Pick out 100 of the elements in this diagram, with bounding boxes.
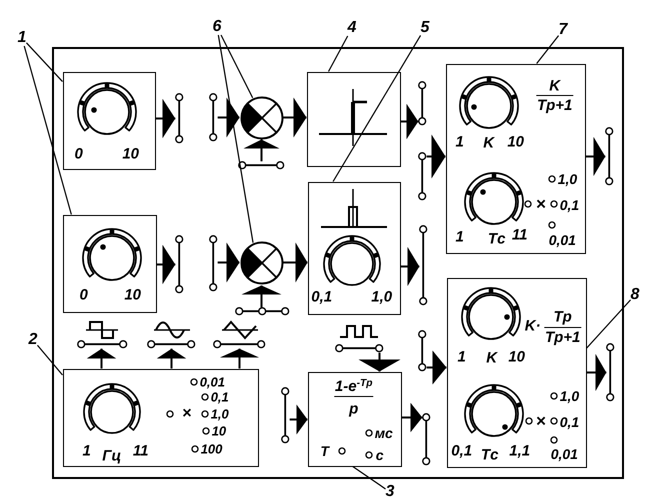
leader-line	[220, 34, 254, 98]
signal-arrow	[290, 404, 308, 434]
scale-label: 11	[512, 227, 528, 242]
switch-label: 0,1	[560, 198, 580, 212]
signal-arrow	[358, 352, 400, 372]
module-panel	[446, 278, 586, 468]
socket-icon	[418, 81, 427, 126]
scale-label: 10	[507, 134, 524, 150]
scale-label: 1	[82, 443, 91, 458]
formula-numerator: K	[549, 78, 560, 94]
signal-arrow	[426, 350, 446, 384]
switch-label: 10	[212, 424, 226, 438]
scale-label: 1,0	[371, 289, 392, 304]
signal-arrow	[400, 104, 418, 140]
socket-icon	[238, 161, 285, 170]
scale-label: 11	[132, 443, 148, 458]
leader-line	[218, 34, 254, 243]
socket-icon	[335, 344, 384, 353]
unit-label: мс	[374, 426, 393, 440]
switch-label: 0,1	[560, 414, 580, 429]
multiply-sign: ×	[536, 412, 546, 430]
socket-icon	[419, 225, 428, 306]
leader-line	[352, 466, 386, 490]
socket-icon	[147, 340, 196, 349]
multiply-sign: ×	[182, 406, 192, 422]
module-panel	[306, 72, 400, 166]
scale-label: 10	[508, 349, 526, 364]
socket-icon	[605, 127, 614, 186]
socket-icon	[418, 330, 427, 372]
scale-label: 0,1	[311, 289, 332, 304]
module-panel	[308, 182, 400, 314]
socket-icon	[422, 413, 431, 466]
signal-arrow	[400, 246, 420, 286]
signal-arrow	[244, 140, 280, 162]
socket-icon	[209, 93, 218, 142]
switch-label: 1,0	[558, 172, 578, 186]
signal-arrow	[586, 354, 606, 392]
signal-arrow	[283, 98, 306, 138]
formula-factor: K·	[524, 318, 541, 334]
formula-denominator: Tp+1	[536, 94, 574, 113]
scale-label: 0,1	[451, 443, 472, 458]
module-panel	[446, 64, 586, 254]
switch-label: 0,01	[548, 232, 576, 247]
signal-arrow	[402, 402, 422, 432]
signal-arrow	[586, 136, 606, 176]
scale-label: 1	[456, 229, 464, 244]
callout-number: 8	[630, 287, 640, 303]
leader-line	[536, 35, 560, 64]
socket-icon	[175, 235, 184, 294]
setting-label: T	[320, 444, 329, 458]
knob-label: K	[483, 135, 494, 150]
scale-label: 10	[122, 146, 140, 162]
scale-label: 1	[456, 134, 464, 150]
switch-label: 1,0	[210, 407, 229, 420]
formula-numerator: Tp	[554, 309, 572, 324]
formula-denominator: Tp+1	[544, 326, 582, 345]
socket-icon	[281, 387, 290, 444]
socket-icon	[213, 340, 266, 349]
formula-denominator: p	[349, 401, 358, 416]
socket-icon	[77, 340, 128, 349]
switch-label: 1,0	[560, 388, 580, 403]
scale-label: 10	[124, 287, 142, 302]
leader-line	[332, 35, 422, 182]
callout-number: 7	[558, 22, 568, 38]
signal-arrow	[156, 348, 186, 368]
socket-icon	[606, 343, 615, 402]
switch-label: 0,1	[210, 390, 229, 404]
socket-icon	[175, 93, 184, 144]
scale-label: 1	[458, 349, 466, 364]
formula-numerator: 1-e$^{-Tp}$	[334, 378, 374, 397]
leader-line	[328, 36, 348, 72]
scale-label: 0	[74, 146, 83, 162]
signal-arrow	[218, 98, 240, 138]
module-panel	[62, 214, 156, 312]
callout-number: 2	[28, 332, 38, 348]
switch-label: 0,01	[550, 446, 578, 461]
socket-icon	[235, 307, 290, 316]
leader-line	[586, 299, 631, 349]
signal-arrow	[156, 244, 176, 284]
signal-arrow	[242, 286, 282, 308]
multiplier-symbol	[240, 96, 284, 140]
signal-arrow	[86, 348, 116, 368]
leader-line	[24, 46, 72, 215]
socket-icon	[209, 235, 218, 292]
scale-label: 0	[80, 287, 88, 302]
knob-label: Tс	[480, 447, 498, 462]
signal-arrow	[218, 242, 240, 282]
signal-arrow	[426, 134, 446, 178]
multiply-sign: ×	[536, 195, 546, 212]
socket-icon	[418, 152, 427, 201]
callout-number: 3	[386, 484, 394, 500]
module-panel	[308, 372, 402, 466]
callout-number: 4	[348, 20, 356, 36]
control-panel	[52, 47, 624, 479]
signal-arrow	[156, 98, 176, 138]
leader-line	[26, 42, 63, 82]
scale-label: 1,1	[509, 443, 530, 458]
switch-label: 0,01	[200, 375, 225, 388]
unit-label: с	[376, 448, 384, 462]
signal-arrow	[283, 242, 308, 282]
